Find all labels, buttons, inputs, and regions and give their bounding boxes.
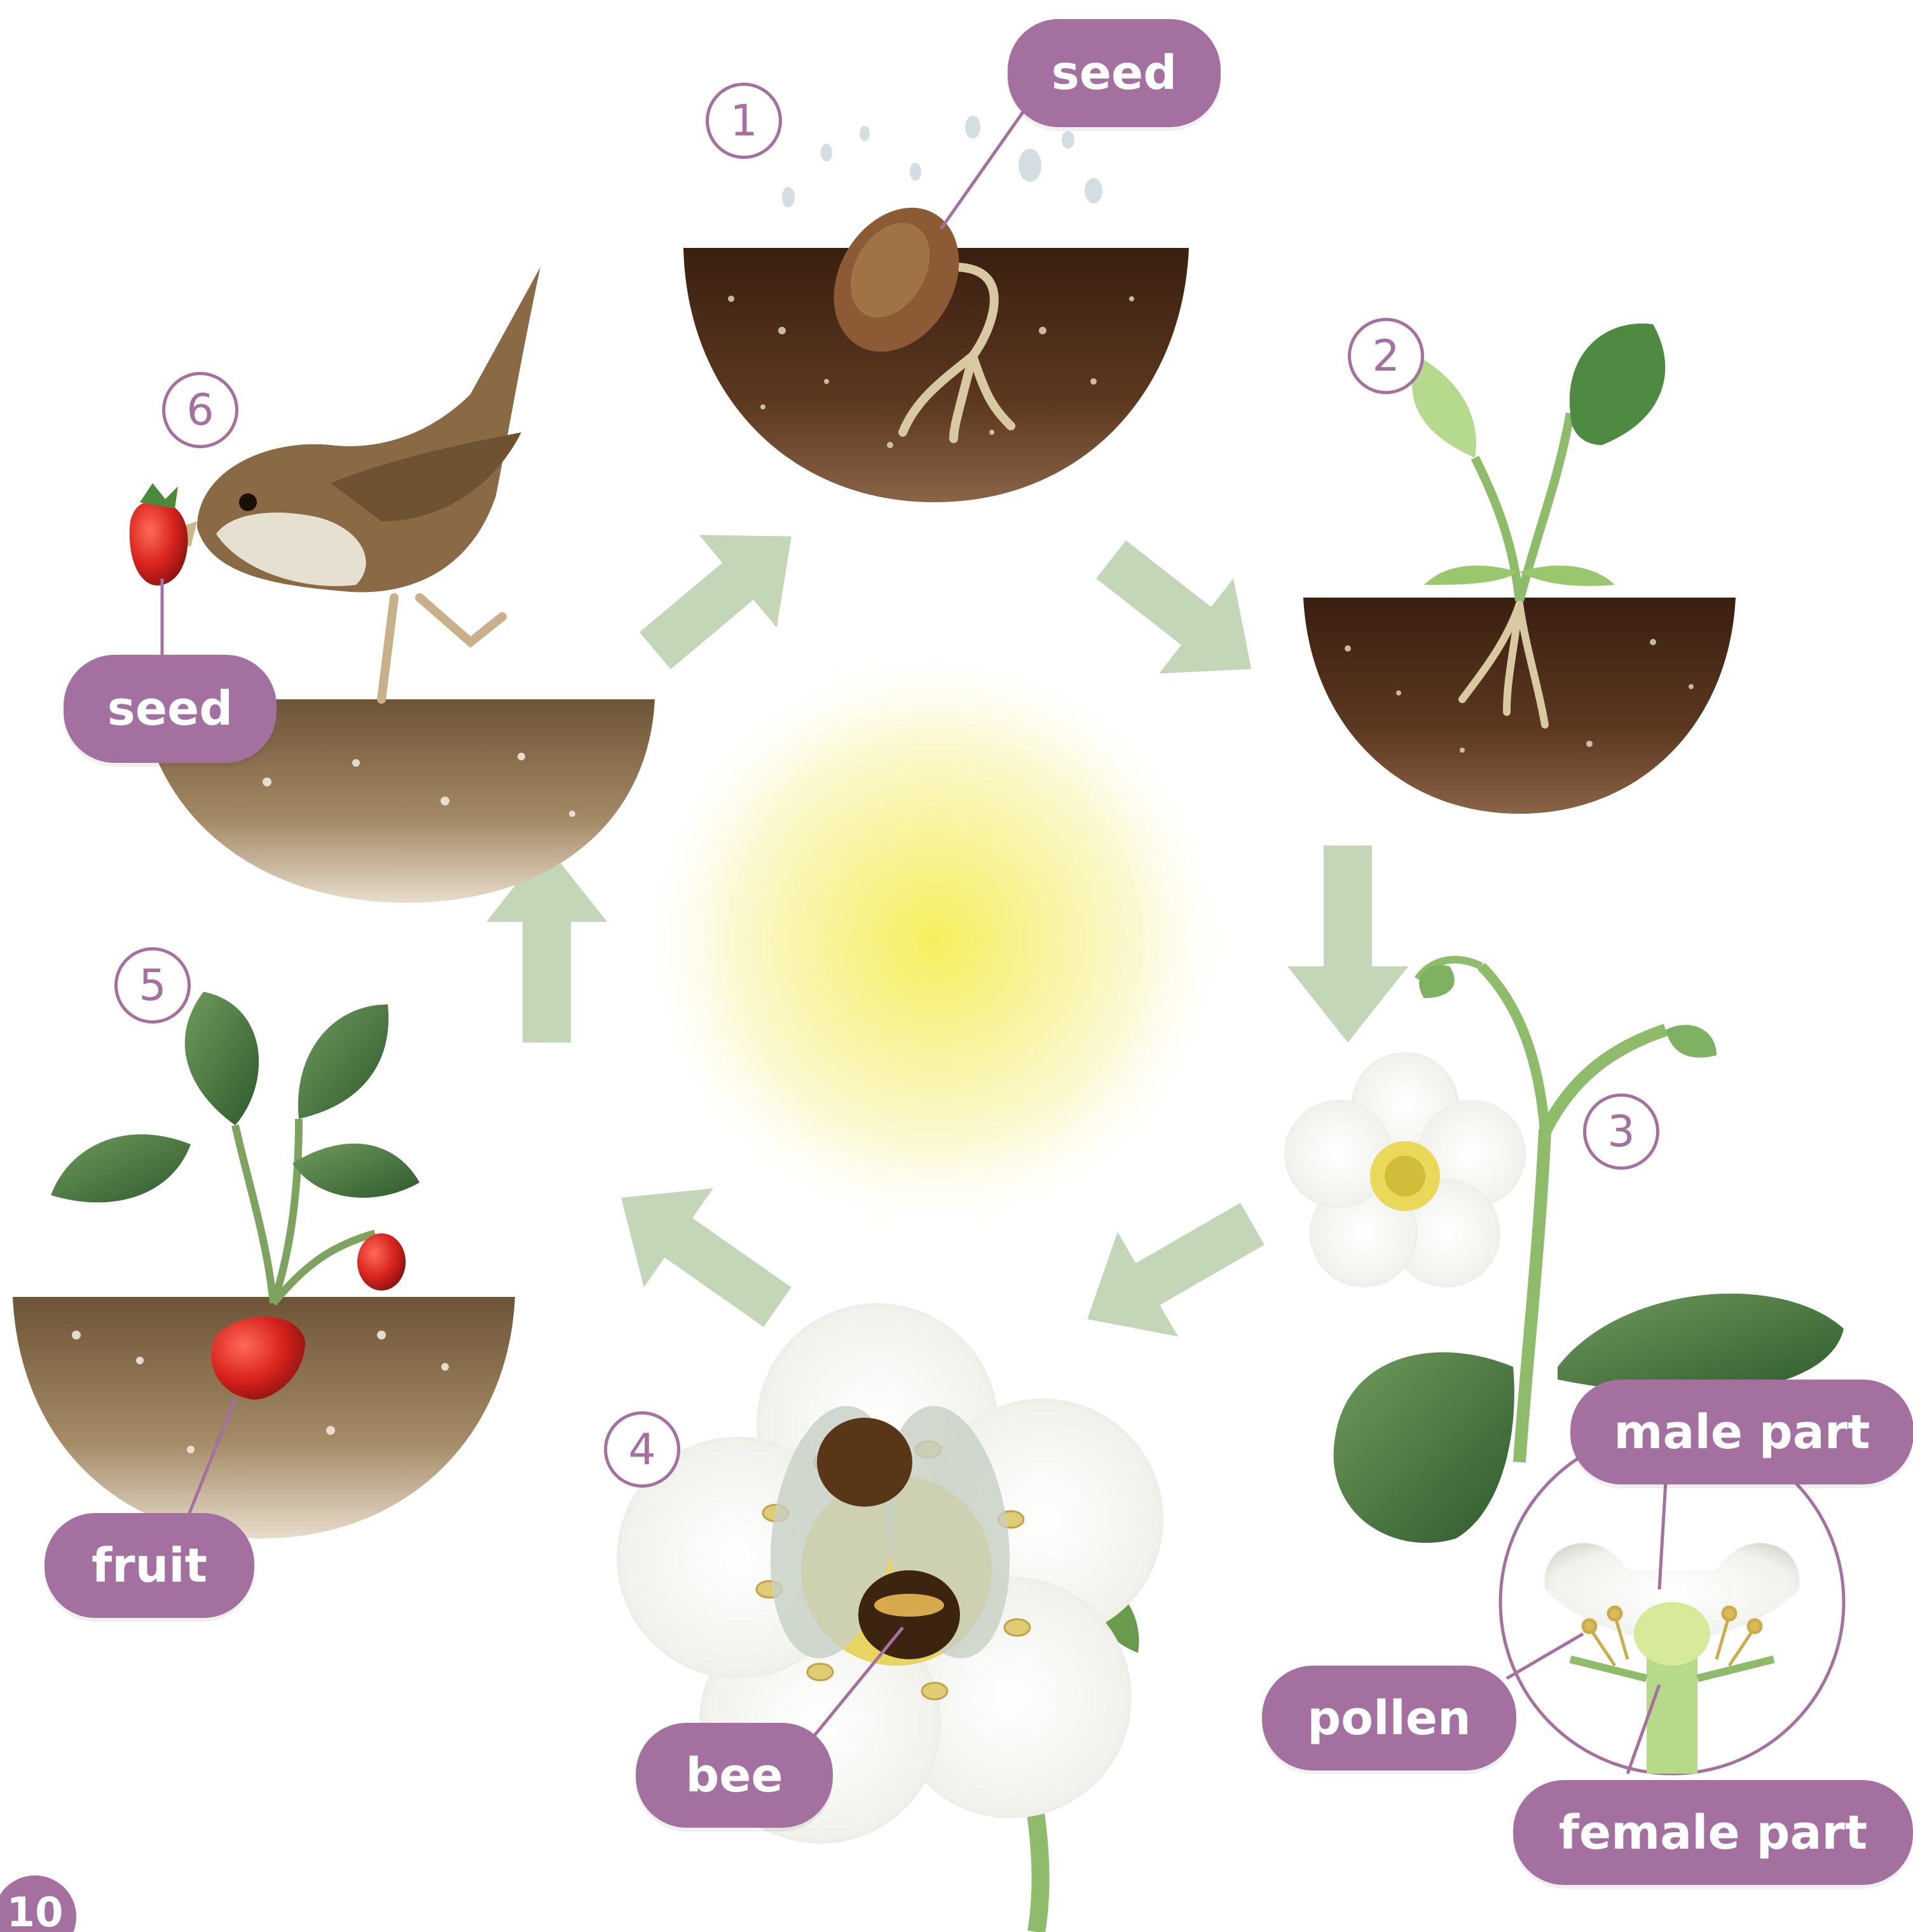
label-bee: bee [636,1723,833,1828]
label-seed-top: seed [1008,19,1221,127]
label-female-part: female part [1513,1780,1913,1885]
label-seed-bird: seed [64,655,277,763]
arrow-1-to-2 [1074,512,1289,716]
arrow-3-to-4 [1057,1172,1283,1372]
sun [636,642,1233,1240]
stage-5-plant-with-fruit [13,992,515,1538]
step-number-5: 5 [114,947,191,1024]
step-number-4: 4 [604,1411,680,1488]
step-number-6: 6 [162,372,238,448]
stage-2-seedling [1303,324,1736,814]
step-number-1: 1 [706,83,782,159]
step-number-3: 3 [1583,1093,1659,1170]
bird-strawberry [130,501,188,586]
stage-3-flowering-plant [1284,960,1844,1774]
arrow-2-to-3 [1287,846,1408,1043]
stage-1-seed-in-soil [683,111,1189,502]
arrow-6-to-1 [616,490,830,697]
stage-4-flower-with-bee [617,1303,1163,1932]
label-fruit: fruit [45,1513,254,1618]
seed-top-pointer [941,111,1024,229]
step-number-2: 2 [1348,318,1424,394]
large-leaf-left [1334,1352,1514,1543]
label-male-part: male part [1570,1380,1913,1484]
white-flower-3 [1284,1052,1526,1287]
large-leaf-right [1558,1294,1844,1394]
label-pollen: pollen [1262,1666,1516,1771]
stage-6-bird [130,267,655,903]
